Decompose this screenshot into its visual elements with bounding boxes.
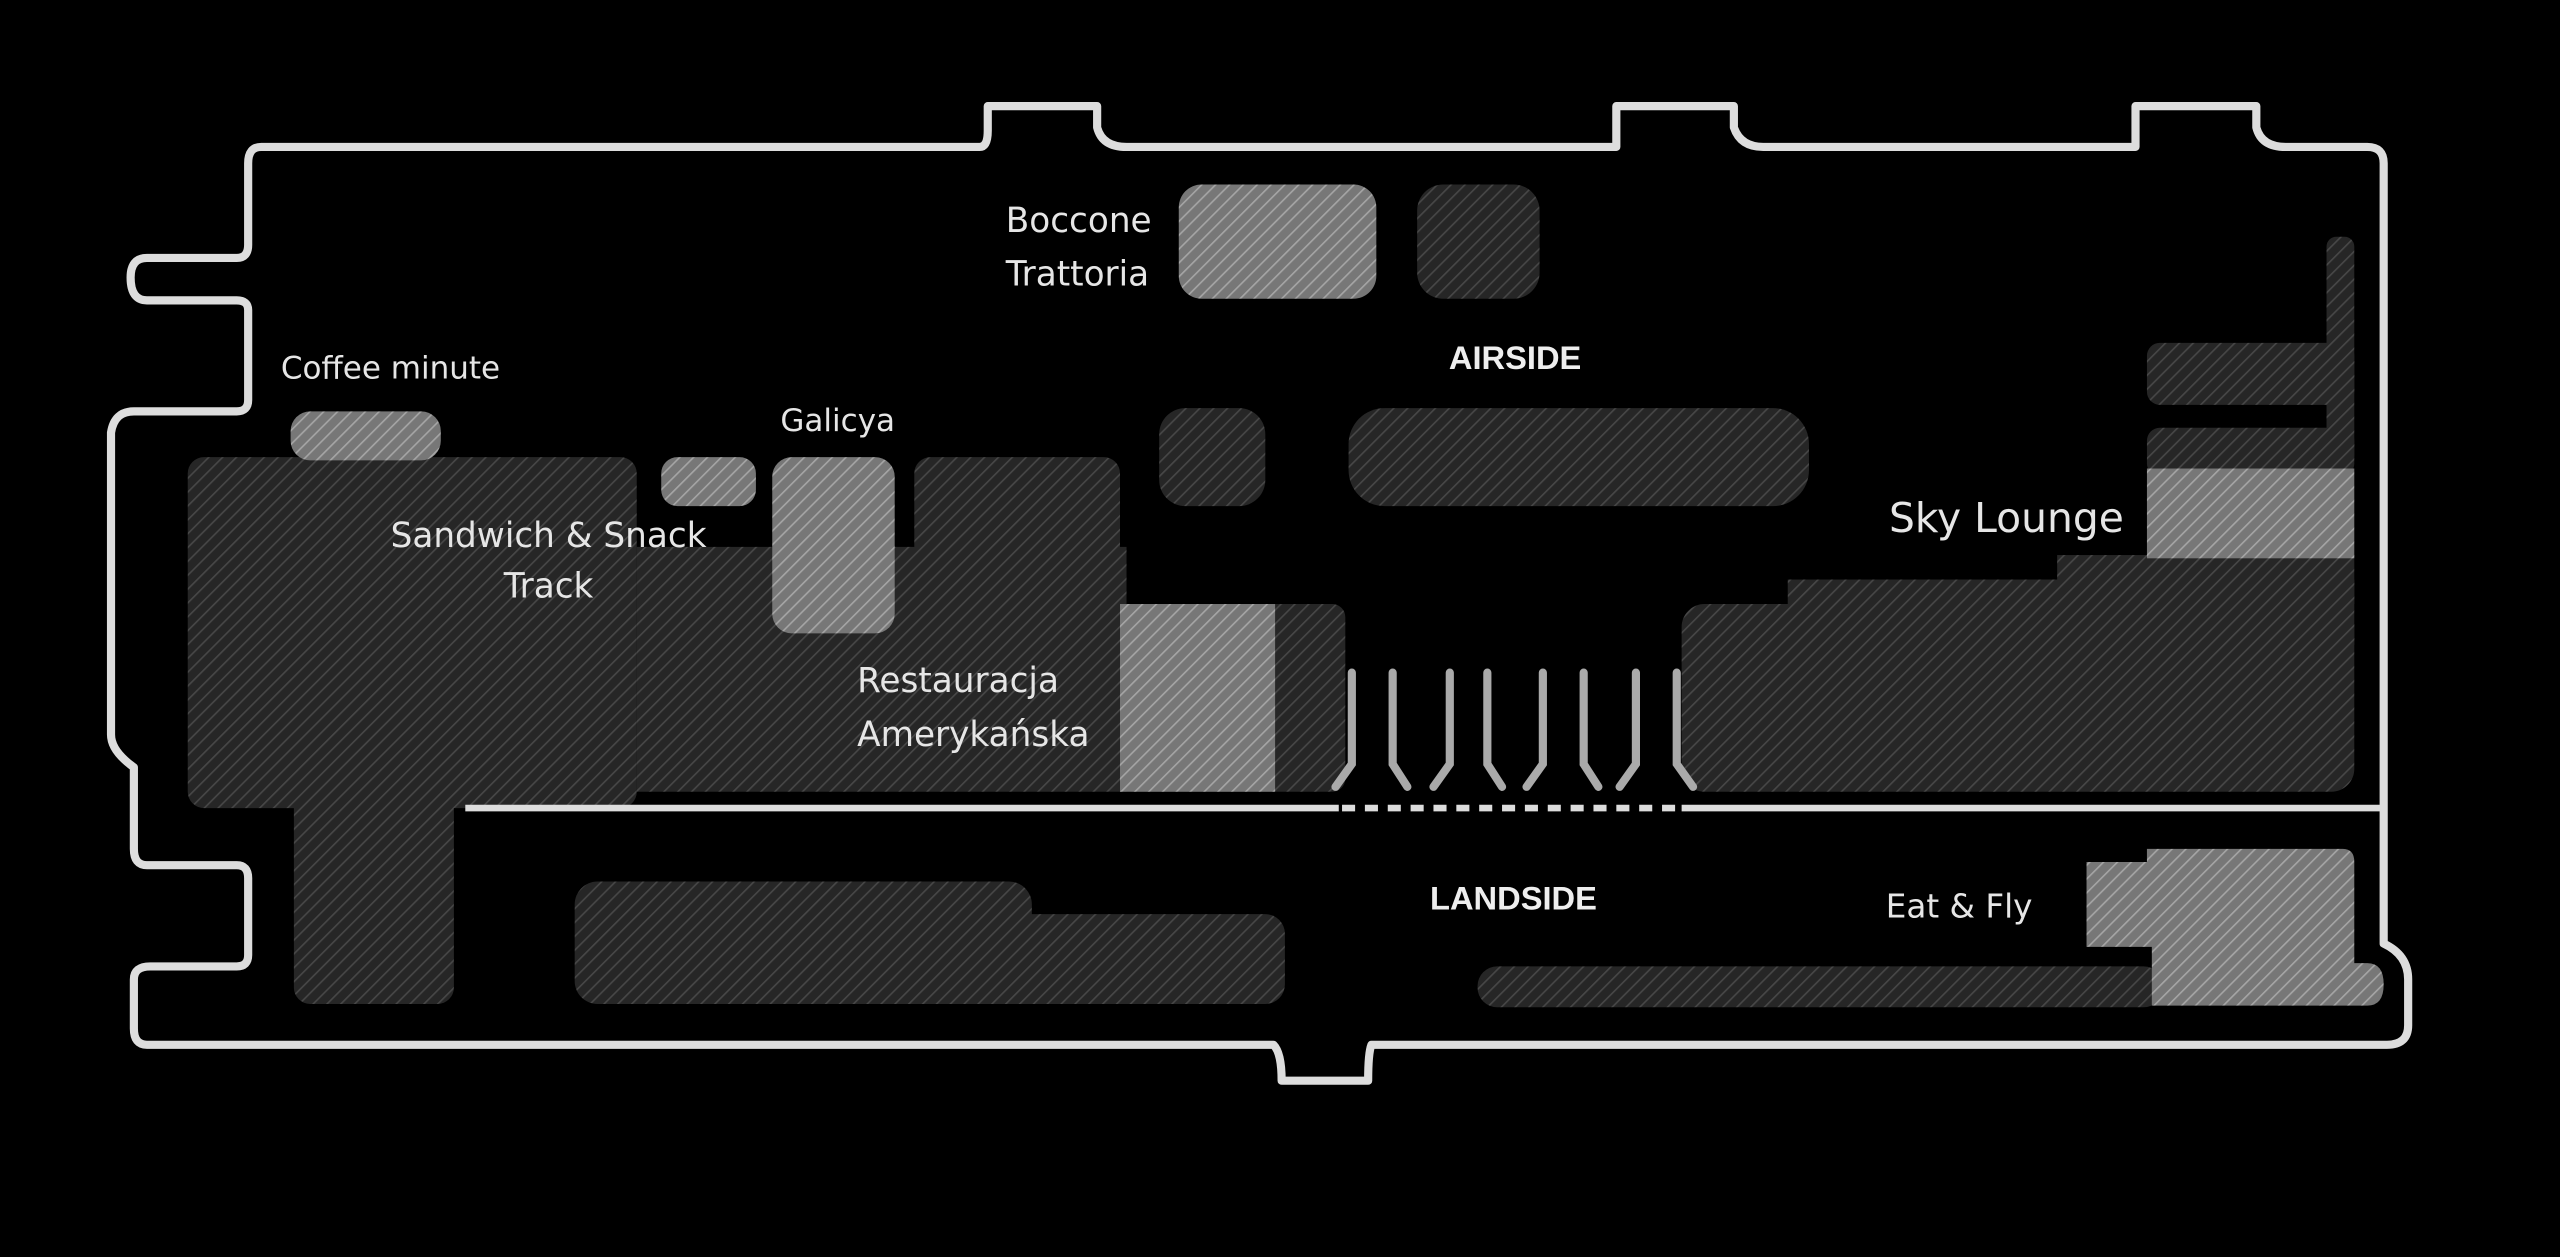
- sandwich-snack-area[interactable]: [661, 457, 756, 507]
- zone-airside: AIRSIDE: [1449, 339, 1581, 376]
- label-coffee-minute[interactable]: Coffee minute: [281, 351, 500, 387]
- galicya-area[interactable]: [772, 457, 895, 634]
- sky-lounge-area[interactable]: [2146, 468, 2355, 559]
- label-boccone-1[interactable]: Boccone: [1006, 201, 1152, 241]
- label-boccone-2[interactable]: Trattoria: [1005, 255, 1149, 295]
- security-gates: [1331, 668, 1698, 791]
- label-eat-fly[interactable]: Eat & Fly: [1886, 887, 2033, 925]
- non-food-areas: [187, 184, 2355, 1008]
- label-restauracja-2[interactable]: Amerykańska: [857, 715, 1089, 755]
- label-galicya[interactable]: Galicya: [780, 403, 895, 439]
- restauracja-area[interactable]: [1120, 604, 1276, 792]
- label-sky-lounge[interactable]: Sky Lounge: [1889, 494, 2124, 542]
- terminal-outline: [106, 102, 2413, 1085]
- restaurant-areas: [290, 184, 2384, 1006]
- coffee-minute-area[interactable]: [290, 411, 441, 461]
- zone-landside: LANDSIDE: [1430, 879, 1597, 916]
- label-sandwich-2[interactable]: Track: [503, 566, 594, 606]
- label-sandwich-1[interactable]: Sandwich & Snack: [391, 516, 707, 556]
- label-restauracja-1[interactable]: Restauracja: [857, 661, 1059, 701]
- eat-fly-area[interactable]: [2086, 848, 2384, 1006]
- boccone-area[interactable]: [1178, 184, 1377, 299]
